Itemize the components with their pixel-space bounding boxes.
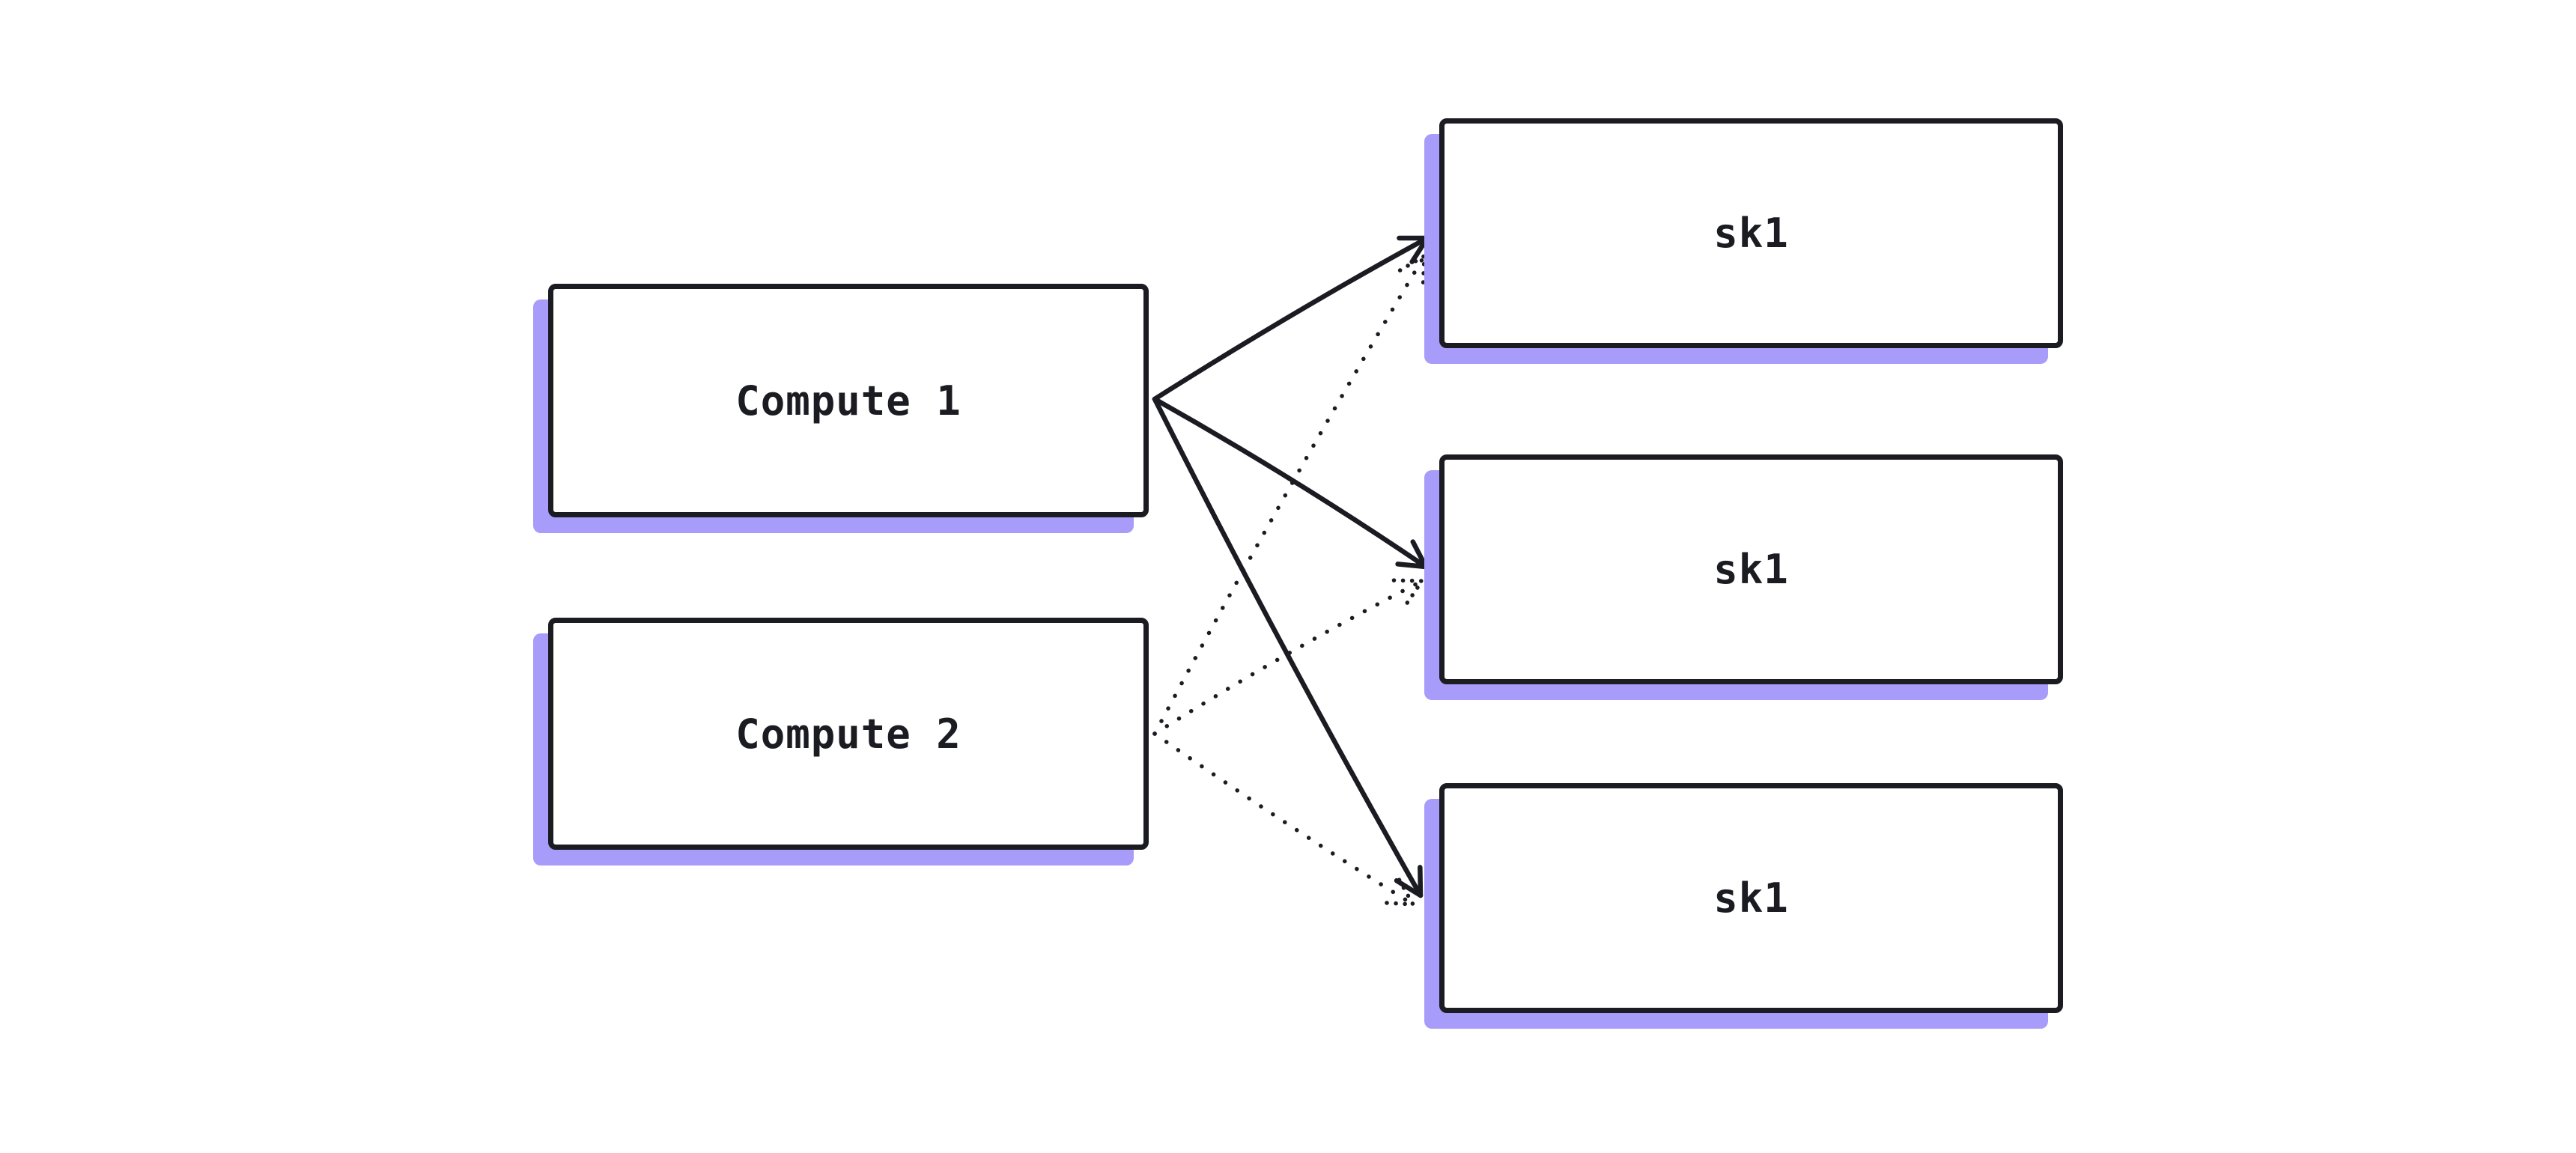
node-sk1-top-label: sk1 — [1713, 210, 1789, 257]
node-sk1-bottom-label: sk1 — [1713, 874, 1789, 922]
node-sk1-middle: sk1 — [1439, 454, 2063, 684]
node-compute-1-label: Compute 1 — [735, 377, 962, 425]
arrow-compute2-to-sk1-top — [1155, 256, 1424, 734]
arrow-compute2-to-sk1-bottom — [1155, 734, 1413, 904]
arrow-compute1-to-sk1-middle — [1152, 396, 1429, 570]
node-sk1-middle-label: sk1 — [1713, 546, 1789, 593]
arrow-compute1-to-sk1-top — [1152, 235, 1430, 402]
node-compute-2: Compute 2 — [548, 618, 1149, 850]
arrow-compute2-to-sk1-middle — [1155, 581, 1422, 734]
node-compute-2-label: Compute 2 — [735, 710, 962, 758]
node-sk1-top: sk1 — [1439, 118, 2063, 348]
node-sk1-bottom: sk1 — [1439, 783, 2063, 1013]
node-compute-1: Compute 1 — [548, 284, 1149, 517]
arrow-compute1-to-sk1-bottom — [1152, 396, 1424, 898]
